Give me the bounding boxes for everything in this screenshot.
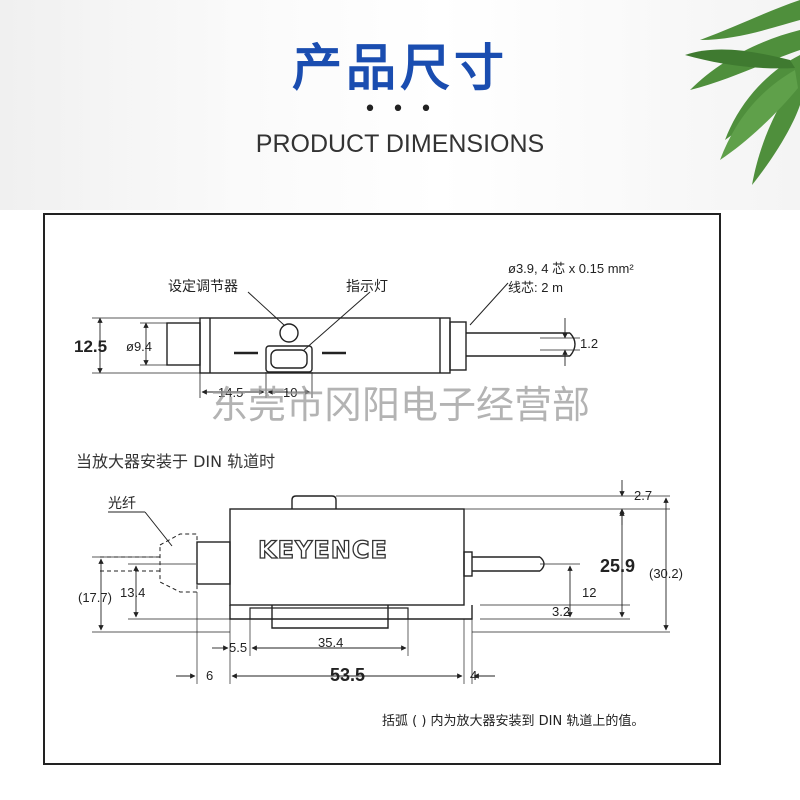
- din-base: [229, 605, 473, 620]
- dim-front-4: 4: [470, 668, 477, 683]
- title-separator-dots: • • •: [363, 97, 437, 122]
- dim-top-10: 10: [283, 385, 297, 400]
- label-indicator: 指示灯: [346, 278, 388, 294]
- header-background: [0, 0, 800, 210]
- top-body: [199, 317, 451, 374]
- front-fiber-connector: [196, 541, 231, 585]
- dim-front-2-7: 2.7: [634, 488, 652, 503]
- dim-front-53-5: 53.5: [330, 665, 365, 685]
- setting-knob: [279, 323, 299, 343]
- label-cable-core: 线芯: 2 m: [508, 280, 563, 295]
- dim-top-height: 12.5: [74, 337, 107, 356]
- din-rail: [271, 605, 389, 629]
- top-fiber-connector: [166, 322, 201, 366]
- front-top-tab: [291, 495, 337, 509]
- dim-front-5-5: 5.5: [229, 640, 247, 655]
- front-view: [92, 480, 670, 684]
- brand-keyence-logo: KEYENCE: [258, 536, 388, 564]
- dim-front-25-9: 25.9: [600, 556, 635, 576]
- diagram-frame: [43, 213, 721, 765]
- dim-front-3-2: 3.2: [552, 604, 570, 619]
- footnote: 括弧 ( ) 内为放大器安装到 DIN 轨道上的值。: [382, 713, 644, 729]
- top-view: [92, 282, 580, 398]
- top-cable-boot: [449, 321, 467, 371]
- page-title: 产品尺寸: [292, 39, 508, 97]
- label-cable-spec: ø3.9, 4 芯 x 0.15 mm²: [508, 261, 634, 276]
- dim-top-diameter: ø9.4: [126, 339, 152, 354]
- din-rail-caption: 当放大器安装于 DIN 轨道时: [76, 452, 275, 471]
- dim-top-14-5: 14.5: [218, 385, 243, 400]
- indicator-window: [265, 345, 313, 373]
- dim-front-12: 12: [582, 585, 596, 600]
- dim-top-cable: 1.2: [580, 336, 598, 351]
- dim-front-35-4: 35.4: [318, 635, 343, 650]
- label-fiber: 光纤: [108, 495, 136, 511]
- label-setting-knob: 设定调节器: [168, 278, 238, 294]
- dim-front-13-4: 13.4: [120, 585, 145, 600]
- dim-front-6: 6: [206, 668, 213, 683]
- dim-front-17-7: (17.7): [78, 590, 112, 605]
- page-subtitle: PRODUCT DIMENSIONS: [255, 130, 545, 158]
- watermark: 东莞市冈阳电子经营部: [210, 383, 590, 427]
- dim-front-30-2: (30.2): [649, 566, 683, 581]
